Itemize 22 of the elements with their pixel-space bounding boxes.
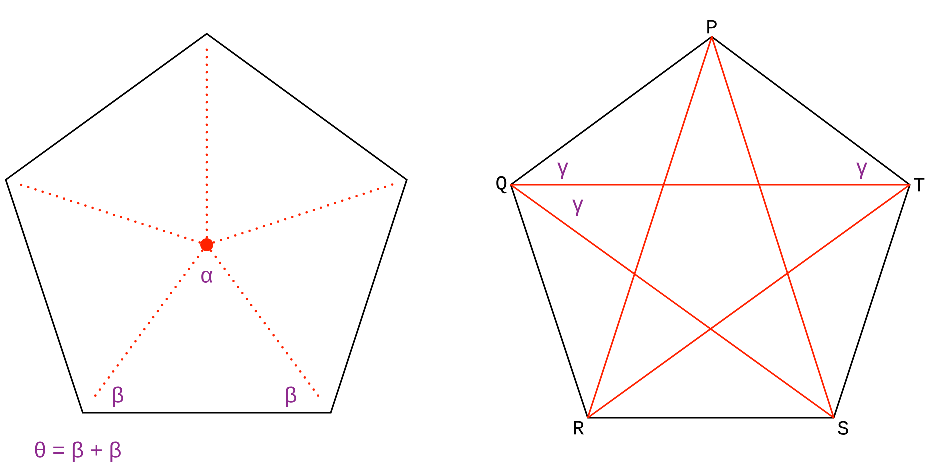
line	[510, 184, 911, 186]
line	[587, 417, 835, 419]
vertex-label: P	[708, 20, 717, 34]
angle-label: γ	[856, 162, 868, 180]
angle-label: γ	[558, 162, 568, 180]
vertex-label: Q	[496, 176, 507, 194]
line	[510, 184, 589, 419]
line	[711, 36, 835, 419]
line	[711, 36, 911, 186]
line	[510, 184, 835, 419]
angle-label: β	[286, 386, 296, 408]
angle-label: γ	[572, 200, 584, 216]
vertex-label: T	[914, 178, 925, 192]
vertex-label: S	[838, 421, 848, 435]
angle-label: β	[113, 386, 124, 408]
line	[833, 184, 911, 419]
angle-label: α	[202, 270, 213, 284]
line	[587, 184, 911, 419]
vertex-label: R	[574, 421, 584, 435]
angle-label: θ = β + β	[35, 442, 121, 462]
line	[510, 36, 713, 186]
line	[587, 36, 713, 419]
